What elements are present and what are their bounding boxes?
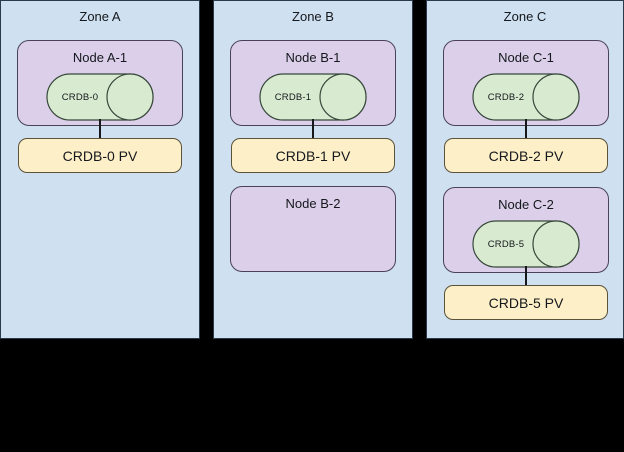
- pv-label-crdb-0: CRDB-0 PV: [62, 147, 138, 164]
- pv-label-crdb-2: CRDB-2 PV: [488, 147, 564, 164]
- database-cylinder-crdb-5[interactable]: CRDB-5: [472, 220, 580, 268]
- pv-box-crdb-2[interactable]: CRDB-2 PV: [444, 138, 608, 173]
- node-title-a-1: Node A-1: [72, 50, 128, 65]
- node-title-b-1: Node B-1: [285, 50, 341, 65]
- connector-node-b-1-to-pv: [312, 119, 314, 140]
- node-container-b-2[interactable]: Node B-2: [230, 186, 396, 272]
- zone-title-c: Zone C: [503, 9, 547, 24]
- database-cylinder-crdb-0[interactable]: CRDB-0: [46, 73, 154, 121]
- pv-box-crdb-1[interactable]: CRDB-1 PV: [231, 138, 395, 173]
- database-cylinder-crdb-2[interactable]: CRDB-2: [472, 73, 580, 121]
- pv-label-crdb-1: CRDB-1 PV: [275, 147, 351, 164]
- database-label-crdb-0: CRDB-0: [61, 91, 99, 103]
- pv-box-crdb-0[interactable]: CRDB-0 PV: [18, 138, 182, 173]
- zone-title-b: Zone B: [292, 9, 334, 24]
- database-label-crdb-5: CRDB-5: [487, 238, 525, 250]
- pv-label-crdb-5: CRDB-5 PV: [488, 294, 564, 311]
- pv-box-crdb-5[interactable]: CRDB-5 PV: [444, 285, 608, 320]
- connector-node-c-2-to-pv: [525, 266, 527, 287]
- database-label-crdb-1: CRDB-1: [274, 91, 312, 103]
- connector-node-c-1-to-pv: [525, 119, 527, 140]
- database-cylinder-crdb-1[interactable]: CRDB-1: [259, 73, 367, 121]
- database-label-crdb-2: CRDB-2: [487, 91, 525, 103]
- node-title-c-2: Node C-2: [498, 197, 554, 212]
- node-title-b-2: Node B-2: [285, 196, 341, 211]
- node-title-c-1: Node C-1: [498, 50, 554, 65]
- connector-node-a-1-to-pv: [99, 119, 101, 140]
- zone-title-a: Zone A: [79, 9, 121, 24]
